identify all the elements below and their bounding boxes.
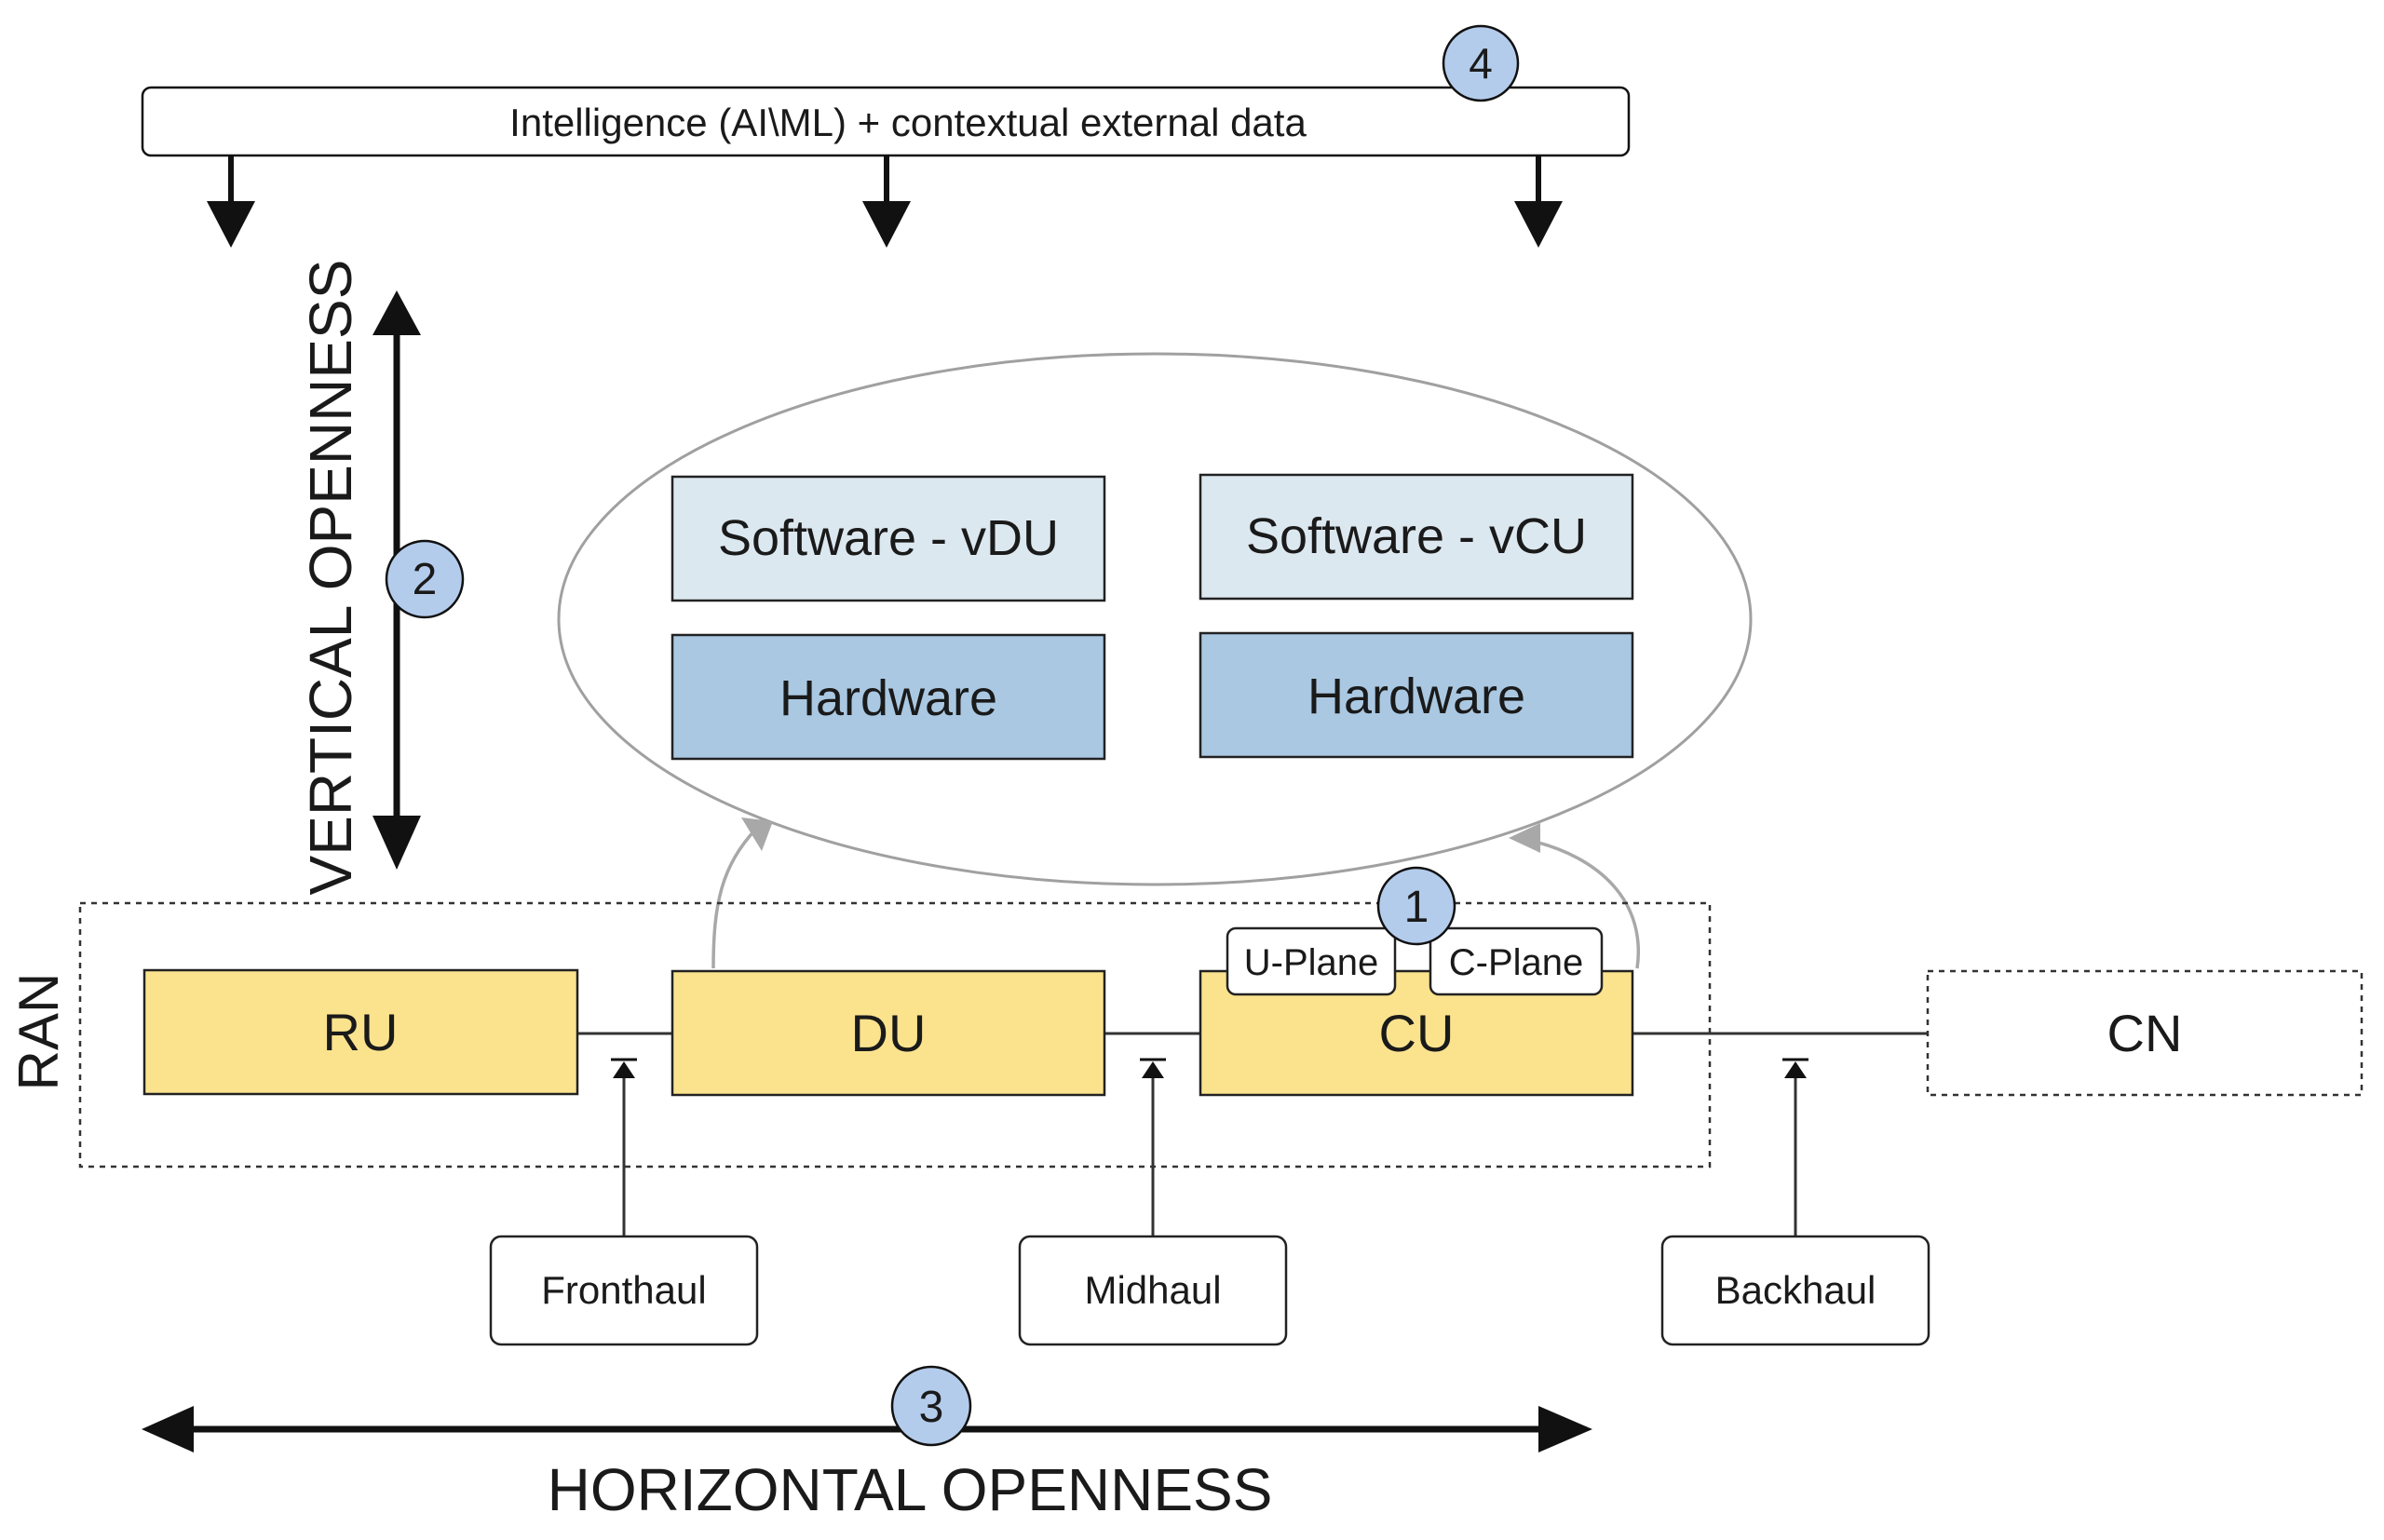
marker-4-label: 4 (1469, 39, 1493, 88)
marker-3: 3 (890, 1365, 972, 1447)
du-virtualization-arrow (711, 827, 758, 969)
vdu-hardware-label: Hardware (779, 670, 997, 726)
midhaul-label: Midhaul (1084, 1268, 1221, 1312)
ran-group: RAN RU DU CU U-Plane C-Plane 1 (7, 866, 1928, 1169)
midhaul-box (1018, 1235, 1288, 1346)
cu-label: CU (1379, 1004, 1455, 1062)
midhaul-arrowhead (1142, 1061, 1164, 1078)
vdu-software-label: Software - vDU (718, 510, 1059, 566)
horizontal-openness-axis: 3 HORIZONTAL OPENNESS (142, 1365, 1592, 1523)
vertical-openness-axis: VERTICAL OPENNESS 2 (297, 260, 465, 896)
marker-3-label: 3 (919, 1383, 944, 1432)
vcu-software-box (1199, 473, 1634, 601)
du-node (670, 969, 1106, 1097)
marker-2-label: 2 (413, 555, 438, 604)
ru-label: RU (323, 1003, 399, 1061)
backhaul-box (1660, 1235, 1930, 1346)
intelligence-down-arrow-right (1514, 155, 1563, 248)
intelligence-bar-label: Intelligence (AI\ML) + contextual extern… (509, 101, 1307, 144)
virtualization-group: Software - vDU Software - vCU Hardware H… (557, 352, 1753, 886)
u-plane-label: U-Plane (1244, 942, 1379, 983)
c-plane-label: C-Plane (1449, 942, 1584, 983)
intelligence-down-arrow-left (207, 155, 255, 248)
ru-node (142, 968, 579, 1096)
intelligence-layer: Intelligence (AI\ML) + contextual extern… (141, 24, 1631, 248)
backhaul-group: Backhaul (1660, 1058, 1930, 1346)
midhaul-group: Midhaul (1018, 1058, 1288, 1346)
intelligence-down-arrow-middle (862, 155, 911, 248)
marker-2: 2 (385, 539, 465, 619)
virtualization-ellipse (557, 352, 1753, 886)
u-plane-box (1226, 926, 1397, 996)
backhaul-arrowhead (1784, 1061, 1807, 1078)
vdu-hardware-box (670, 633, 1106, 761)
cu-virtualization-arrow (1526, 838, 1640, 969)
fronthaul-group: Fronthaul (489, 1058, 759, 1346)
ran-boundary (78, 901, 1712, 1169)
marker-1-label: 1 (1404, 883, 1429, 932)
marker-1: 1 (1376, 866, 1456, 946)
vcu-software-label: Software - vCU (1246, 508, 1587, 564)
du-virtualization-arrowhead (741, 817, 773, 851)
ran-label: RAN (7, 973, 70, 1091)
cn-node (1926, 969, 2364, 1097)
vdu-software-box (670, 475, 1106, 602)
c-plane-box (1429, 926, 1604, 996)
vertical-openness-label: VERTICAL OPENNESS (297, 260, 364, 896)
cu-virtualization-arrowhead (1509, 823, 1540, 853)
fronthaul-box (489, 1235, 759, 1346)
fronthaul-arrowhead (613, 1061, 635, 1078)
vcu-hardware-label: Hardware (1307, 669, 1525, 724)
fronthaul-label: Fronthaul (541, 1268, 706, 1312)
marker-4: 4 (1442, 24, 1520, 102)
du-label: DU (851, 1004, 927, 1062)
horizontal-openness-label: HORIZONTAL OPENNESS (548, 1456, 1273, 1523)
cn-label: CN (2107, 1004, 2183, 1062)
backhaul-label: Backhaul (1715, 1268, 1876, 1312)
vcu-hardware-box (1199, 631, 1634, 759)
